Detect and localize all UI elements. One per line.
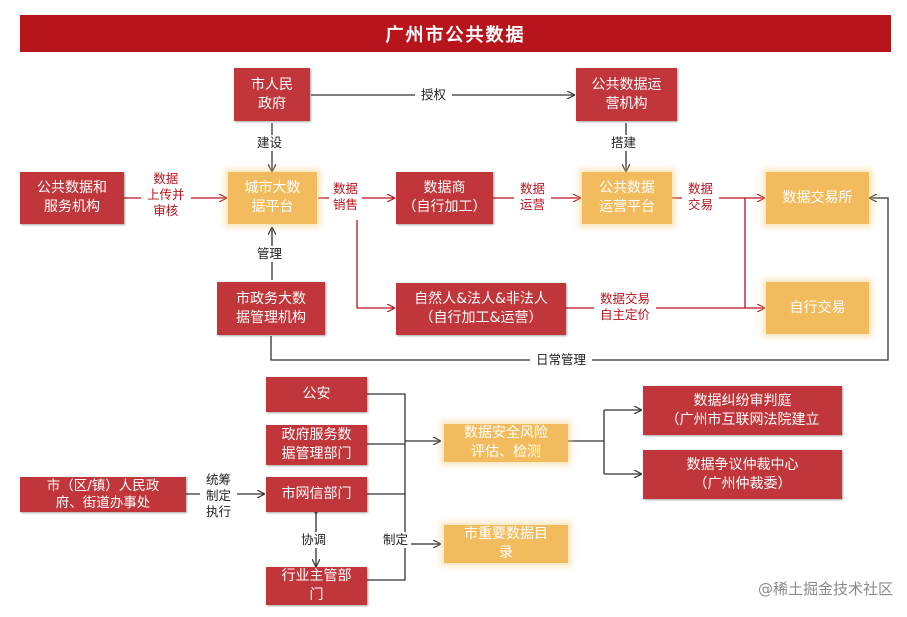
data-trade-label: 数据 交易 — [682, 181, 720, 213]
legal-entities-node: 自然人&法人&非法人 （自行加工&运营） — [396, 283, 566, 335]
coordinate-execute-label: 统筹 制定 执行 — [200, 472, 238, 520]
data-operations-org-node: 公共数据运 营机构 — [576, 68, 677, 121]
build-label: 建设 — [251, 135, 289, 151]
security-risk-assessment-node: 数据安全风险 评估、检测 — [444, 424, 568, 462]
upload-review-label: 数据 上传并 审核 — [141, 171, 191, 219]
data-dispute-court-node: 数据纠纷审判庭 （广州市互联网法院建立 — [643, 386, 842, 435]
self-trading-node: 自行交易 — [766, 282, 869, 334]
trade-pricing-label: 数据交易 自主定价 — [594, 291, 657, 323]
gov-service-data-dept-node: 政府服务数 据管理部门 — [266, 425, 367, 465]
page-title: 广州市公共数据 — [20, 15, 891, 52]
setup-label: 搭建 — [605, 135, 643, 151]
city-bigdata-platform-node: 城市大数 据平台 — [228, 172, 317, 224]
watermark: @稀土掘金技术社区 — [757, 580, 893, 598]
data-operations-platform-node: 公共数据 运营平台 — [582, 172, 672, 224]
authorize-label: 授权 — [415, 87, 453, 103]
important-data-catalog-node: 市重要数据目 录 — [444, 525, 568, 563]
cyberspace-dept-node: 市网信部门 — [266, 477, 367, 512]
industry-authority-node: 行业主管部 门 — [266, 567, 367, 605]
data-sales-label: 数据 销售 — [329, 181, 363, 213]
coordinate-label: 协调 — [295, 532, 333, 548]
public-data-service-node: 公共数据和 服务机构 — [20, 172, 124, 224]
gov-bigdata-management-node: 市政务大数 据管理机构 — [217, 282, 325, 335]
people-government-node: 市人民 政府 — [234, 68, 310, 121]
data-arbitration-center-node: 数据争议仲裁中心 （广州仲裁委） — [643, 450, 842, 499]
data-vendor-node: 数据商 （自行加工） — [396, 172, 493, 224]
data-exchange-node: 数据交易所 — [766, 172, 869, 224]
daily-management-label: 日常管理 — [530, 352, 593, 368]
formulate-label: 制定 — [380, 532, 412, 548]
police-node: 公安 — [266, 377, 367, 412]
district-government-node: 市（区/镇）人民政 府、街道办事处 — [20, 477, 186, 512]
data-operations-label: 数据 运营 — [514, 181, 552, 213]
manage-label: 管理 — [251, 246, 289, 262]
